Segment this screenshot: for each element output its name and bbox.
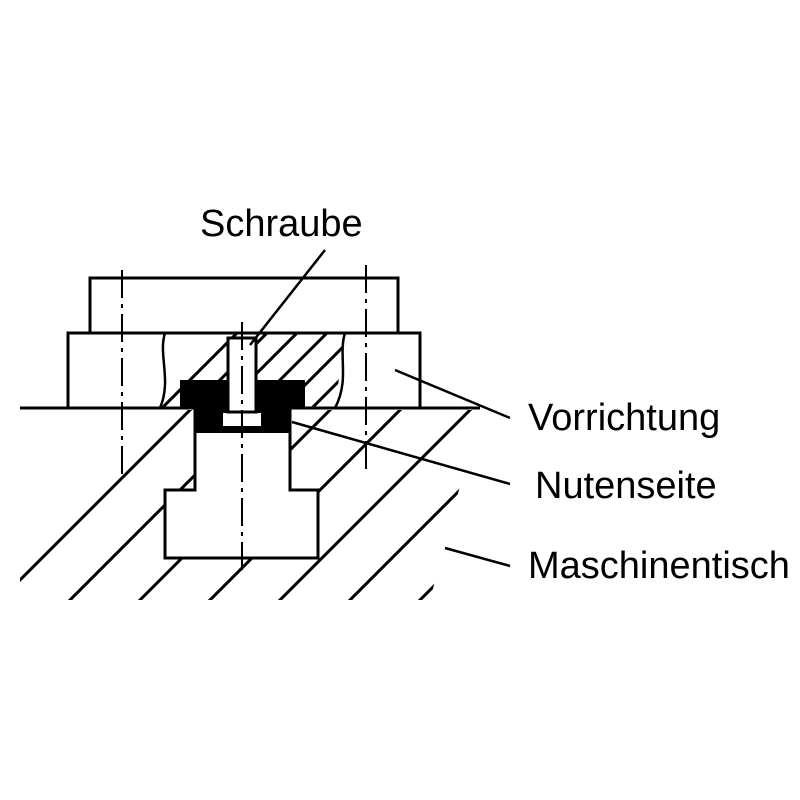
label-fixture: Vorrichtung — [528, 397, 720, 439]
leader-fixture — [394, 368, 511, 420]
t-slot — [163, 406, 320, 560]
centerlines — [121, 265, 367, 570]
fixture-break-lines — [158, 332, 347, 409]
leader-slot-side — [291, 420, 511, 486]
leader-screw — [249, 249, 326, 346]
label-screw: Schraube — [200, 203, 363, 245]
leader-lines — [249, 249, 511, 568]
label-machine-table: Maschinentisch — [528, 545, 790, 587]
leader-machine-table — [444, 546, 511, 568]
label-slot-side: Nutenseite — [535, 465, 717, 507]
